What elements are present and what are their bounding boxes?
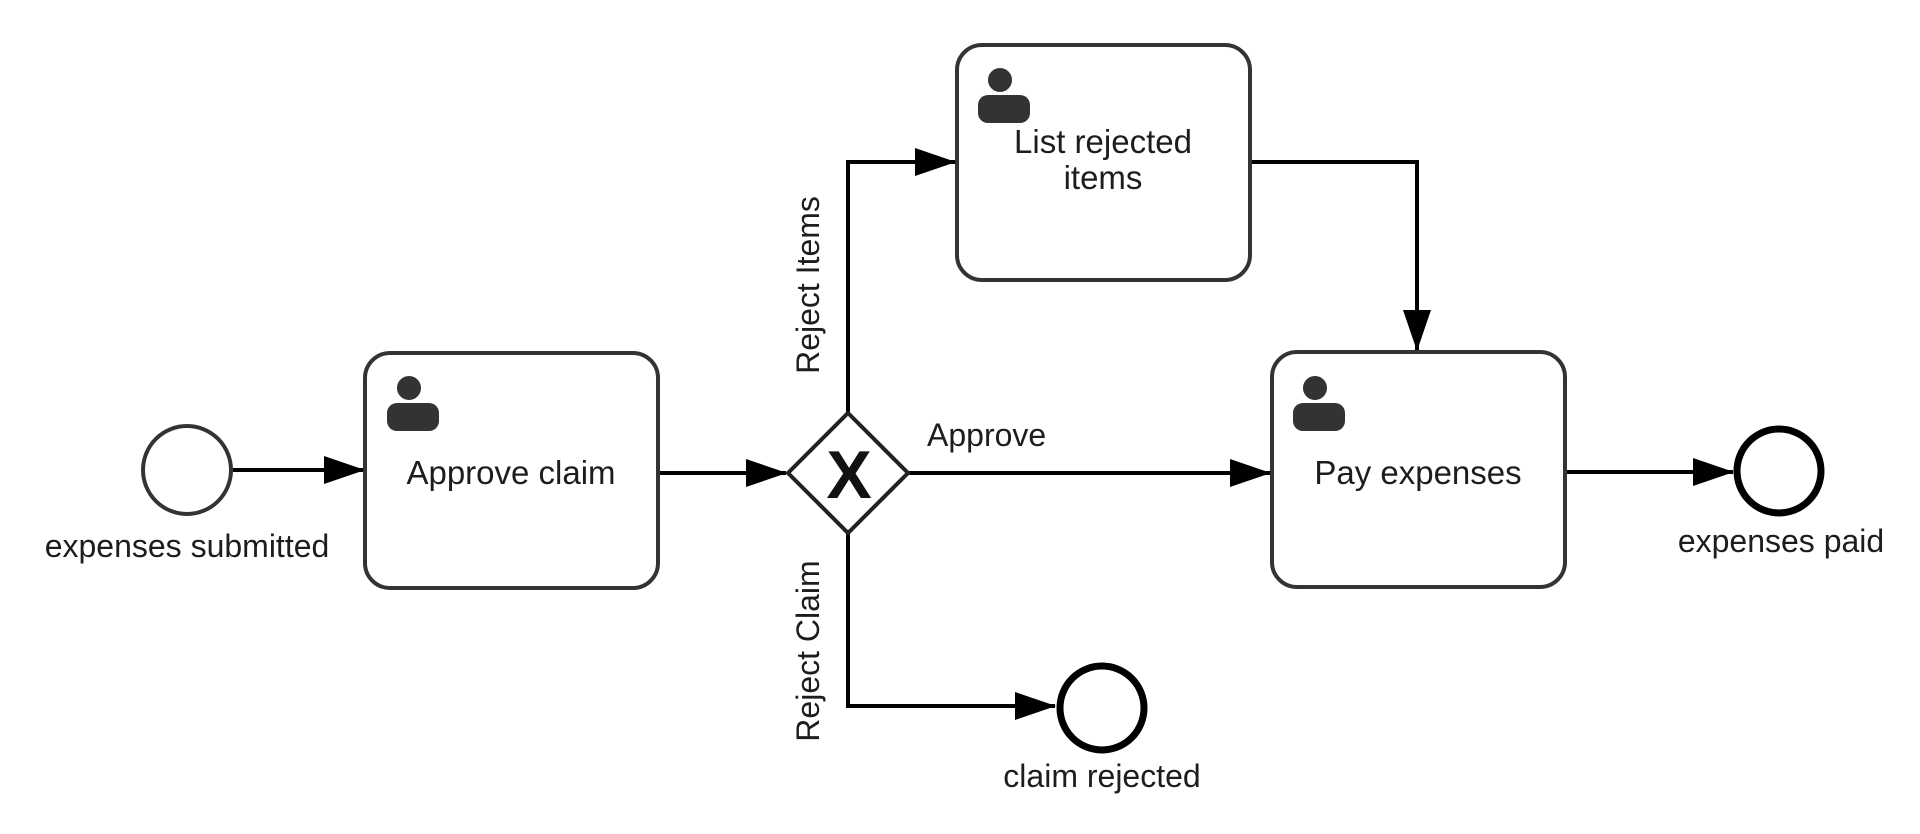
end-event-claim-rejected[interactable]: claim rejected xyxy=(1003,662,1201,794)
flow-label-reject-claim: Reject Claim xyxy=(790,560,826,741)
gateway-diamond[interactable] xyxy=(785,410,911,536)
task-pay-expenses-label: Pay expenses xyxy=(1314,454,1521,491)
end-event-expenses-paid[interactable]: expenses paid xyxy=(1678,425,1884,559)
task-list-rejected-items[interactable]: List rejected items xyxy=(955,43,1252,282)
start-event-circle[interactable] xyxy=(141,424,233,516)
start-event-label: expenses submitted xyxy=(45,528,330,564)
sequence-flow-reject-items[interactable] xyxy=(846,148,956,413)
task-list-rejected-items-label-line2: items xyxy=(1064,159,1143,196)
end-event-claim-rejected-label: claim rejected xyxy=(1003,758,1200,794)
task-approve-claim[interactable]: Approve claim xyxy=(363,351,660,590)
start-event-expenses-submitted[interactable]: expenses submitted xyxy=(45,424,330,564)
task-approve-claim-label: Approve claim xyxy=(406,454,615,491)
end-event-expenses-paid-circle[interactable] xyxy=(1733,425,1825,517)
gateway-x-symbol: X xyxy=(826,437,871,513)
sequence-flow-reject-claim[interactable] xyxy=(846,533,1056,720)
task-list-rejected-items-label-line1: List rejected xyxy=(1014,123,1192,160)
task-list-rejected-items-box[interactable] xyxy=(955,43,1252,282)
end-event-expenses-paid-label: expenses paid xyxy=(1678,523,1884,559)
flow-label-reject-items: Reject Items xyxy=(790,196,826,374)
sequence-flow-list-to-pay[interactable] xyxy=(1250,160,1431,351)
task-pay-expenses[interactable]: Pay expenses xyxy=(1270,350,1567,589)
end-event-claim-rejected-circle[interactable] xyxy=(1056,662,1148,754)
task-pay-expenses-box[interactable] xyxy=(1270,350,1567,589)
flow-label-approve: Approve xyxy=(927,417,1046,453)
exclusive-gateway[interactable]: X xyxy=(785,410,911,536)
